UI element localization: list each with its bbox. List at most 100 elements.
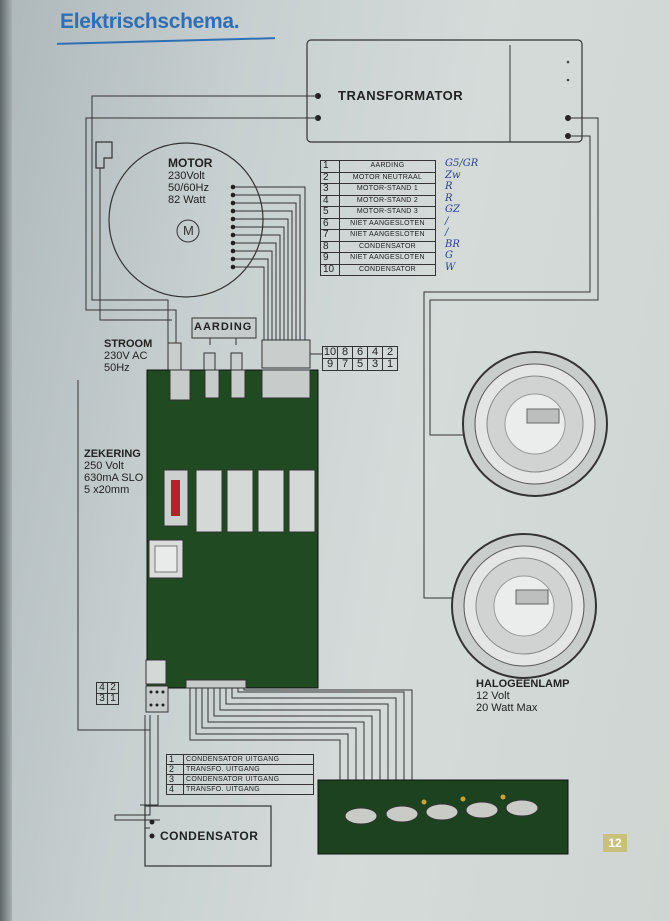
output-label: CONDENSATOR UITGANG (183, 754, 314, 765)
pin-number: 10 (322, 346, 338, 359)
wire-label: NIET AANGESLOTEN (339, 217, 436, 230)
transformer-box (306, 39, 583, 143)
halogen-lamp-1 (462, 351, 608, 497)
handwritten-note: GZ (445, 204, 460, 215)
motor-label: MOTOR (168, 156, 213, 170)
pcb-ribbon-connector (185, 679, 247, 689)
pin-number: 9 (322, 358, 338, 371)
wire-label: MOTOR-STAND 3 (339, 206, 436, 219)
handwritten-note: BR (445, 238, 460, 250)
zekering-spec-voltage: 250 Volt (84, 460, 124, 472)
pin-number: 7 (337, 358, 353, 371)
handwritten-note: / (445, 227, 449, 238)
wire-number: 1 (320, 160, 340, 173)
output-number: 3 (166, 774, 184, 785)
wire-label: NIET AANGESLOTEN (339, 252, 436, 265)
output-number: 4 (166, 784, 184, 795)
output-pin-number: 1 (107, 693, 119, 705)
wire-label: MOTOR-STAND 1 (339, 183, 436, 196)
handwritten-note: R (445, 181, 453, 192)
aarding-label: AARDING (194, 321, 253, 333)
output-number: 1 (166, 754, 184, 765)
aarding-box (191, 317, 257, 339)
wire-number: 6 (320, 217, 340, 230)
relay-4 (288, 469, 316, 533)
output-pin-number: 2 (107, 682, 119, 694)
pin-number: 3 (367, 358, 383, 371)
wire-number: 9 (320, 252, 340, 265)
wire-number: 8 (320, 240, 340, 253)
page-number: 12 (603, 834, 627, 852)
motor-spec-voltage: 230Volt (168, 170, 205, 182)
relay-1 (195, 469, 223, 533)
stroom-spec-voltage: 230V AC (104, 350, 148, 362)
condensator-label: CONDENSATOR (160, 829, 259, 843)
handwritten-note: W (445, 261, 456, 273)
zekering-spec-current: 630mA SLO (84, 472, 144, 484)
wire-label: MOTOR NEUTRAAL (339, 171, 436, 184)
halogen-spec-voltage: 12 Volt (476, 690, 510, 702)
halogen-lamp-2 (451, 533, 597, 679)
wire-number: 4 (320, 194, 340, 207)
pin-number: 2 (382, 346, 398, 359)
wire-label: NIET AANGESLOTEN (339, 229, 436, 242)
pin-number: 1 (382, 358, 398, 371)
halogen-spec-power: 20 Watt Max (476, 702, 538, 714)
wire-number: 3 (320, 183, 340, 196)
handwritten-note: G5/GR (445, 158, 479, 169)
output-pin-number: 4 (96, 682, 108, 694)
pin-number: 5 (352, 358, 368, 371)
output-label: CONDENSATOR UITGANG (183, 774, 314, 785)
motor-connector (261, 339, 311, 369)
wire-number: 7 (320, 229, 340, 242)
motor-info: MOTOR 230Volt 50/60Hz 82 Watt (168, 156, 212, 206)
page-title: Elektrischschema. (60, 10, 240, 33)
pin-number: 8 (337, 346, 353, 359)
page-edge-shadow (0, 0, 12, 921)
wire-label: CONDENSATOR (339, 263, 436, 276)
motor-spec-power: 82 Watt (168, 194, 206, 206)
motor-circle (108, 142, 264, 298)
wire-number: 5 (320, 206, 340, 219)
motor-symbol-circle (176, 219, 200, 243)
relay-2 (226, 469, 254, 533)
stroom-spec-frequency: 50Hz (104, 362, 130, 374)
relay-3 (257, 469, 285, 533)
zekering-spec-size: 5 x20mm (84, 484, 130, 496)
wire-number: 10 (320, 263, 340, 276)
transformer-label: TRANSFORMATOR (338, 88, 464, 103)
halogen-label: HALOGEENLAMP (476, 678, 570, 690)
zekering-info: ZEKERING 250 Volt 630mA SLO 5 x20mm (84, 448, 143, 496)
wire-label: AARDING (339, 160, 436, 173)
fuse (171, 480, 180, 516)
handwritten-note: / (445, 215, 449, 227)
stroom-info: STROOM 230V AC 50Hz (104, 338, 152, 374)
output-connector (145, 685, 169, 713)
motor-symbol: M (183, 223, 194, 238)
handwritten-note: G (445, 250, 453, 261)
zekering-label: ZEKERING (84, 448, 141, 460)
motor-spec-frequency: 50/60Hz (168, 182, 209, 194)
power-connector (167, 342, 182, 372)
wire-label: MOTOR-STAND 2 (339, 194, 436, 207)
wire-number: 2 (320, 171, 340, 184)
